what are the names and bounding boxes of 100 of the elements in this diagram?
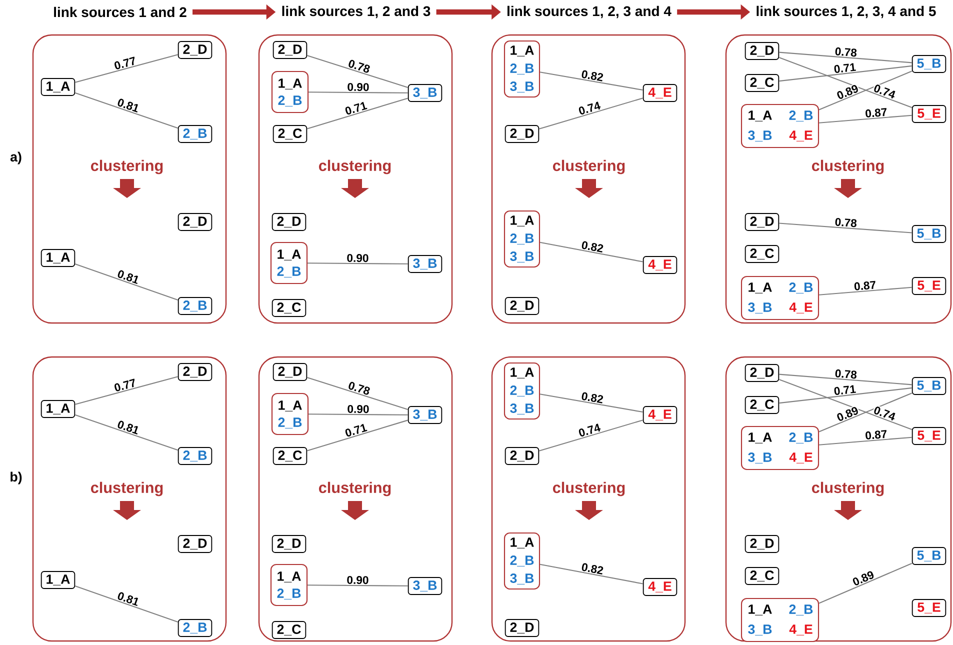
source-label: 2_B xyxy=(789,604,813,616)
cluster-box xyxy=(740,104,820,148)
source-box: 4_E xyxy=(642,578,678,596)
source-box: 2_D xyxy=(504,619,540,637)
source-box: 2_C xyxy=(744,245,780,263)
source-box: 2_D xyxy=(178,535,212,553)
edge-label: 0.81 xyxy=(116,268,142,286)
source-box: 2_D xyxy=(744,535,780,553)
source-label: 3_B xyxy=(510,252,534,262)
source-box: 2_D xyxy=(504,125,540,143)
source-label: 1_A xyxy=(748,432,772,444)
connector-line xyxy=(778,378,912,430)
connector-line xyxy=(778,56,912,108)
connector-line xyxy=(308,262,408,264)
connector-line xyxy=(819,286,912,296)
source-box: 2_C xyxy=(744,74,780,92)
connector-line xyxy=(538,98,644,130)
edge-label: 0.74 xyxy=(576,100,602,116)
connector-line xyxy=(306,54,408,88)
source-box: 5_E xyxy=(912,427,946,445)
source-label: 2_B xyxy=(278,96,302,106)
source-box: 2_D xyxy=(178,213,212,231)
source-label: 2_B xyxy=(789,110,813,122)
connector-line xyxy=(779,387,912,404)
edge-label: 0.82 xyxy=(580,562,605,576)
source-box: 2_D xyxy=(272,535,306,553)
edge-label: 0.78 xyxy=(834,216,858,228)
source-box: 2_D xyxy=(272,363,308,381)
row-label: a) xyxy=(10,152,22,164)
source-box: 1_A xyxy=(40,249,76,267)
source-box: 5_B xyxy=(912,377,946,395)
source-label: 2_B xyxy=(510,234,534,244)
source-label: 1_A xyxy=(278,572,301,582)
edge-label: 0.74 xyxy=(872,82,898,100)
heading: link sources 1, 2, 3 and 4 xyxy=(508,6,672,18)
cluster-box xyxy=(740,276,820,320)
edge-label: 0.89 xyxy=(834,82,860,101)
source-label: 3_B xyxy=(748,130,772,142)
edge-label: 0.87 xyxy=(864,107,888,118)
edge-label: 0.90 xyxy=(346,575,370,585)
connector-line xyxy=(779,52,912,64)
source-label: 2_B xyxy=(510,556,534,566)
connector-line xyxy=(74,585,178,622)
edge-label: 0.74 xyxy=(576,422,602,438)
connector-line xyxy=(306,98,408,130)
source-label: 3_B xyxy=(510,404,534,414)
source-label: 2_B xyxy=(277,588,301,600)
source-box: 3_B xyxy=(408,406,442,424)
source-box: 2_D xyxy=(272,213,306,231)
cluster-box xyxy=(504,532,540,590)
source-box: 2_D xyxy=(504,297,540,315)
edge-label: 0.77 xyxy=(112,55,138,71)
source-box: 3_B xyxy=(408,255,442,273)
edge-label: 0.90 xyxy=(346,82,370,92)
connector-line xyxy=(538,420,644,452)
source-box: 2_B xyxy=(178,125,212,143)
source-box: 1_A xyxy=(40,78,76,96)
source-label: 1_A xyxy=(748,604,772,616)
edge-label: 0.90 xyxy=(346,253,370,263)
source-box: 2_C xyxy=(744,567,780,585)
source-box: 2_C xyxy=(272,299,306,317)
source-label: 1_A xyxy=(748,110,772,122)
source-label: 1_A xyxy=(748,282,772,294)
cluster-box xyxy=(270,242,308,284)
edge-label: 0.71 xyxy=(343,100,369,116)
edge-label: 0.81 xyxy=(116,96,142,114)
connector-line xyxy=(818,392,912,432)
edge-label: 0.82 xyxy=(580,390,605,404)
connector-line xyxy=(306,420,408,452)
edge-label: 0.71 xyxy=(832,62,858,74)
source-box: 2_D xyxy=(744,42,780,60)
source-box: 2_D xyxy=(272,41,308,59)
source-box: 2_B xyxy=(178,297,212,315)
source-box: 2_B xyxy=(178,447,212,465)
connector-line xyxy=(306,376,408,410)
cluster-box xyxy=(740,598,820,642)
connector-line xyxy=(74,263,178,300)
cluster-box xyxy=(504,362,540,420)
edge-label: 0.77 xyxy=(112,377,138,393)
edge-label: 0.74 xyxy=(872,404,898,422)
cluster-box xyxy=(504,40,540,98)
source-box: 1_A xyxy=(40,400,76,418)
edge-label: 0.78 xyxy=(346,380,372,396)
connector-line xyxy=(540,72,643,91)
source-box: 2_B xyxy=(178,619,212,637)
source-label: 3_B xyxy=(748,624,772,636)
source-label: 1_A xyxy=(278,78,302,90)
heading: link sources 1 and 2 xyxy=(54,6,186,18)
heading: link sources 1, 2 and 3 xyxy=(282,6,430,18)
connector-line xyxy=(819,436,912,446)
edge-label: 0.78 xyxy=(834,368,858,380)
source-box: 5_E xyxy=(912,105,946,123)
source-box: 2_C xyxy=(272,447,308,465)
connector-line xyxy=(74,414,178,451)
source-box: 4_E xyxy=(642,84,678,102)
source-box: 2_D xyxy=(178,363,212,381)
connector-line xyxy=(540,564,643,584)
source-box: 2_D xyxy=(744,213,780,231)
connector-line xyxy=(75,54,178,83)
edge-label: 0.82 xyxy=(580,240,605,254)
